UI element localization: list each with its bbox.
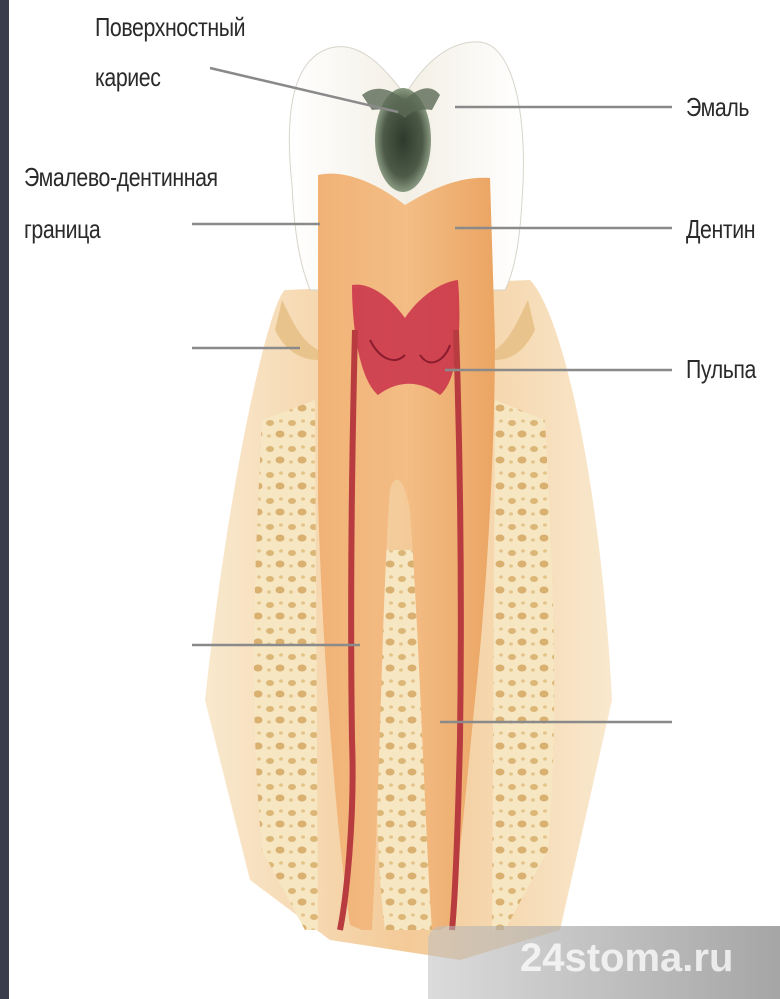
label-pulp: Пульпа — [686, 354, 756, 385]
label-enamel: Эмаль — [686, 92, 749, 123]
watermark-badge: 24stoma.ru — [428, 926, 780, 999]
label-dej-line1: Эмалево-дентинная — [24, 162, 218, 193]
label-surface-caries-line2: кариес — [95, 62, 160, 93]
label-surface-caries-line1: Поверхностный — [95, 12, 245, 43]
watermark-text: 24stoma.ru — [520, 936, 733, 981]
label-dej-line2: граница — [24, 214, 100, 245]
label-dentin: Дентин — [686, 214, 755, 245]
